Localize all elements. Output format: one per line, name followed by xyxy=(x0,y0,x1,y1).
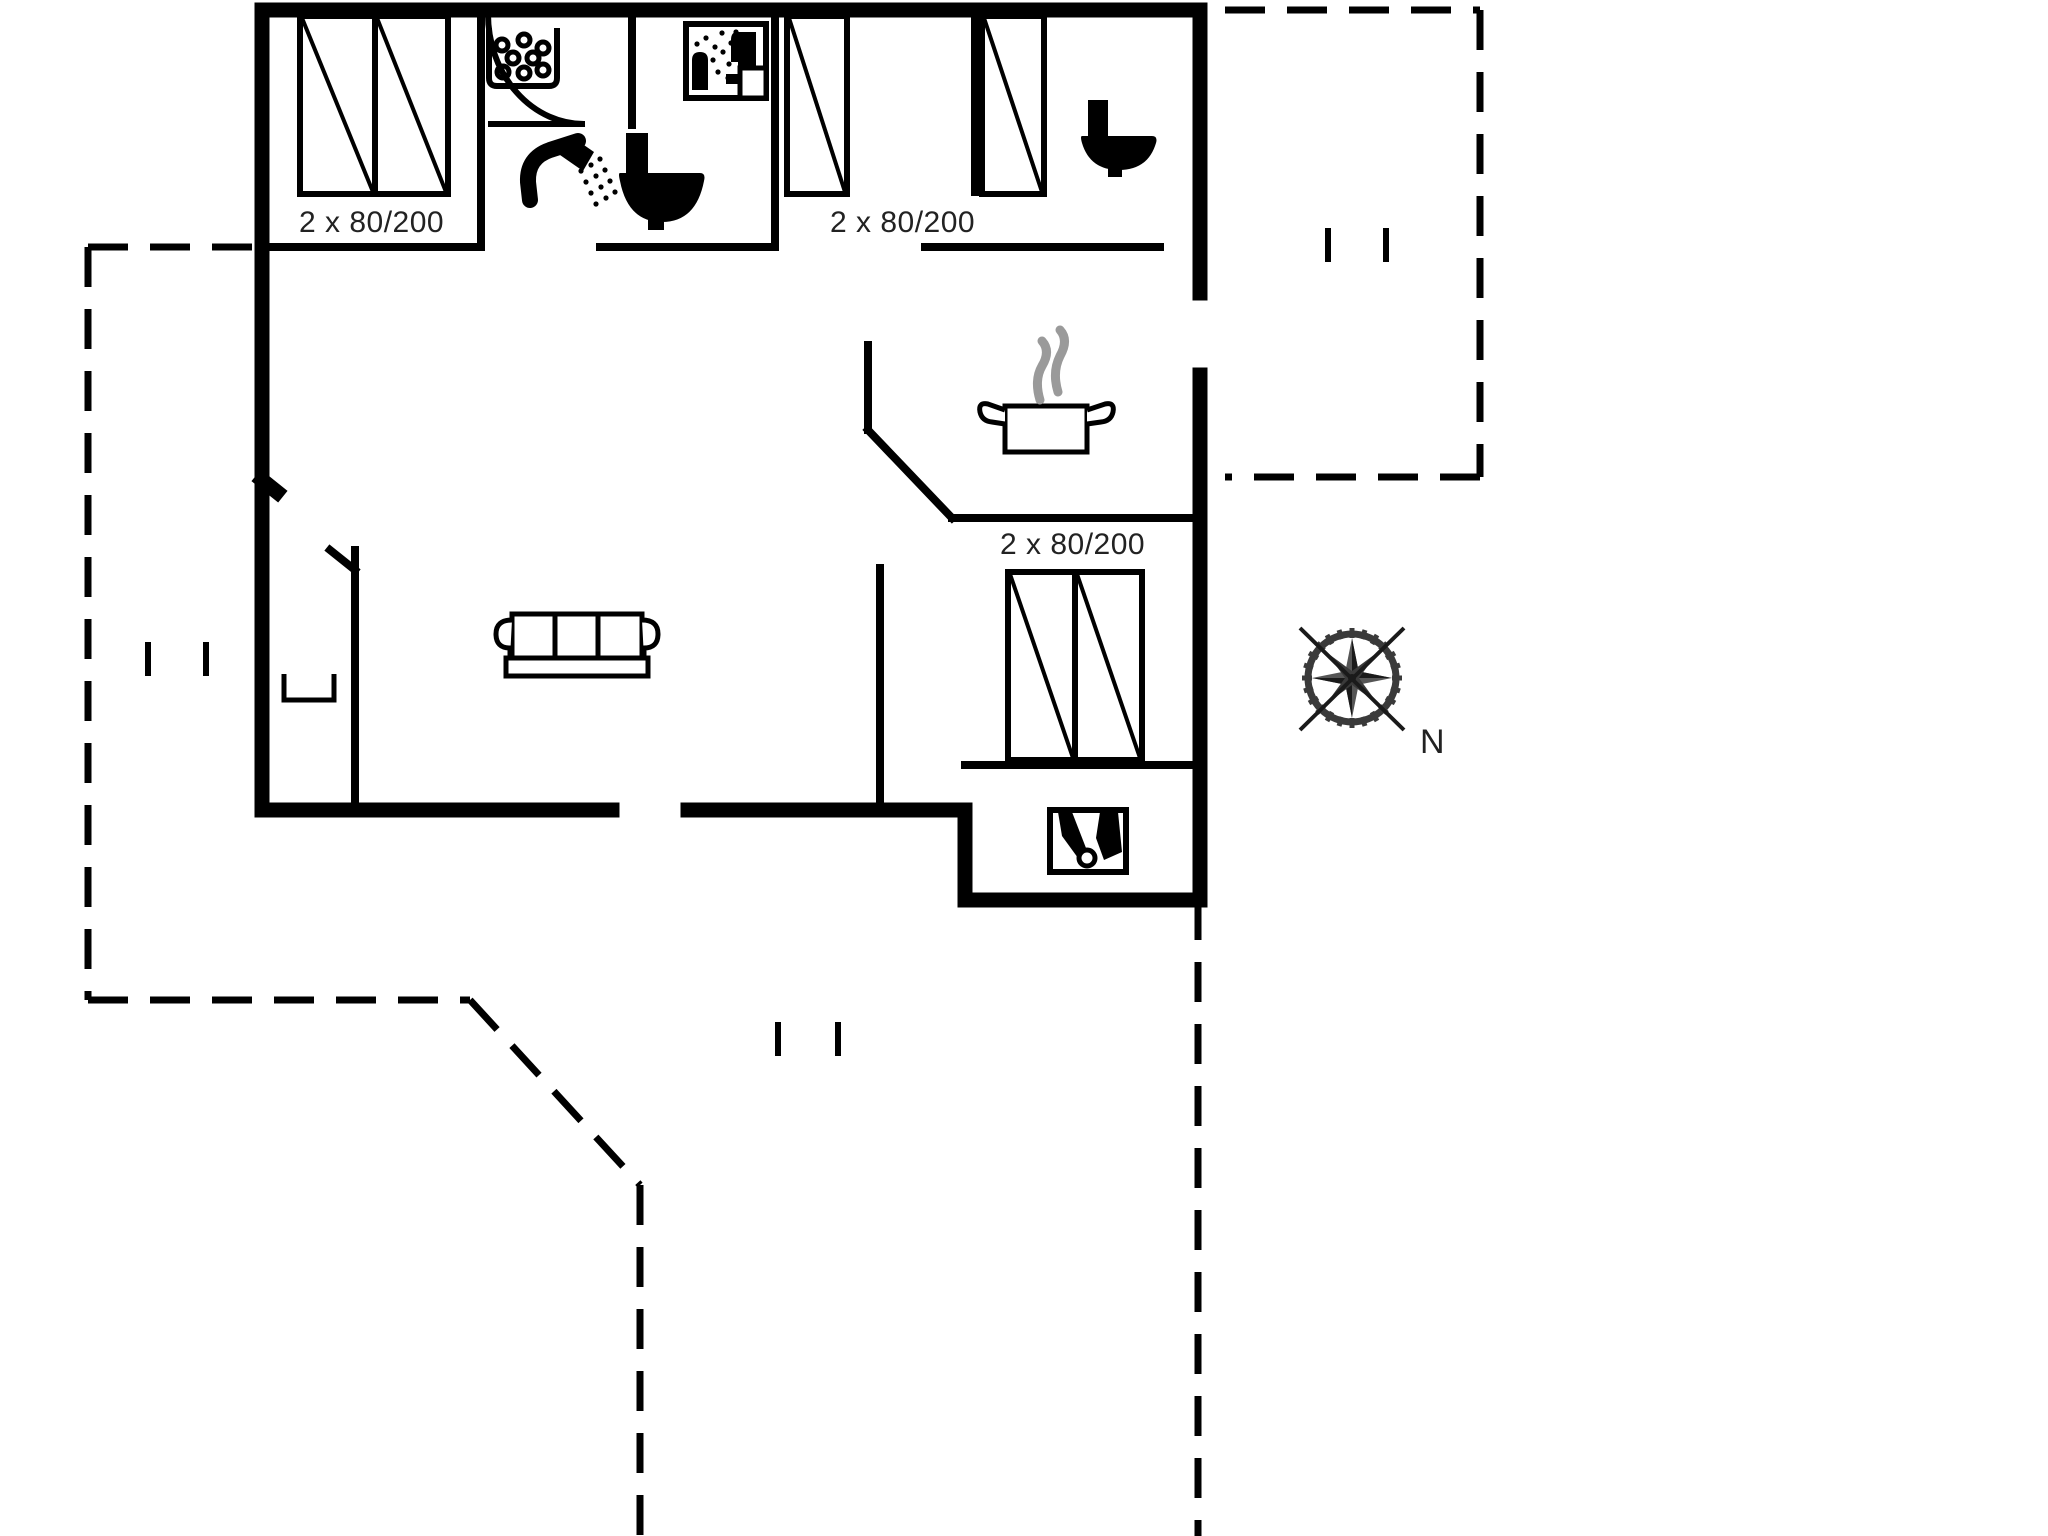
terrace-outline-right xyxy=(1225,6,1484,481)
counter-icon xyxy=(281,674,337,703)
washing-machine-icon xyxy=(486,28,560,89)
compass-rose-icon xyxy=(1298,626,1406,732)
bunk-bed-icon-top-right xyxy=(784,13,1047,197)
toilet-icon-right xyxy=(1081,100,1157,177)
interior-walls xyxy=(258,10,1204,814)
bunk-bed-icon-top-left xyxy=(297,13,451,197)
window-marks xyxy=(145,228,1389,1056)
shower-icon xyxy=(520,133,618,208)
toilet-icon-bathroom xyxy=(619,133,705,230)
bed-size-label-top-right: 2 x 80/200 xyxy=(830,206,976,239)
sofa-icon xyxy=(493,611,661,679)
bunk-bed-icon-lower-right xyxy=(1005,569,1145,763)
bed-size-label-lower-right: 2 x 80/200 xyxy=(1000,528,1146,561)
north-label: N xyxy=(1420,723,1446,761)
cooking-pot-icon xyxy=(977,325,1116,455)
fireplace-icon xyxy=(1047,807,1129,875)
sauna-icon xyxy=(683,21,769,101)
bed-size-label-top-left: 2 x 80/200 xyxy=(299,206,445,239)
